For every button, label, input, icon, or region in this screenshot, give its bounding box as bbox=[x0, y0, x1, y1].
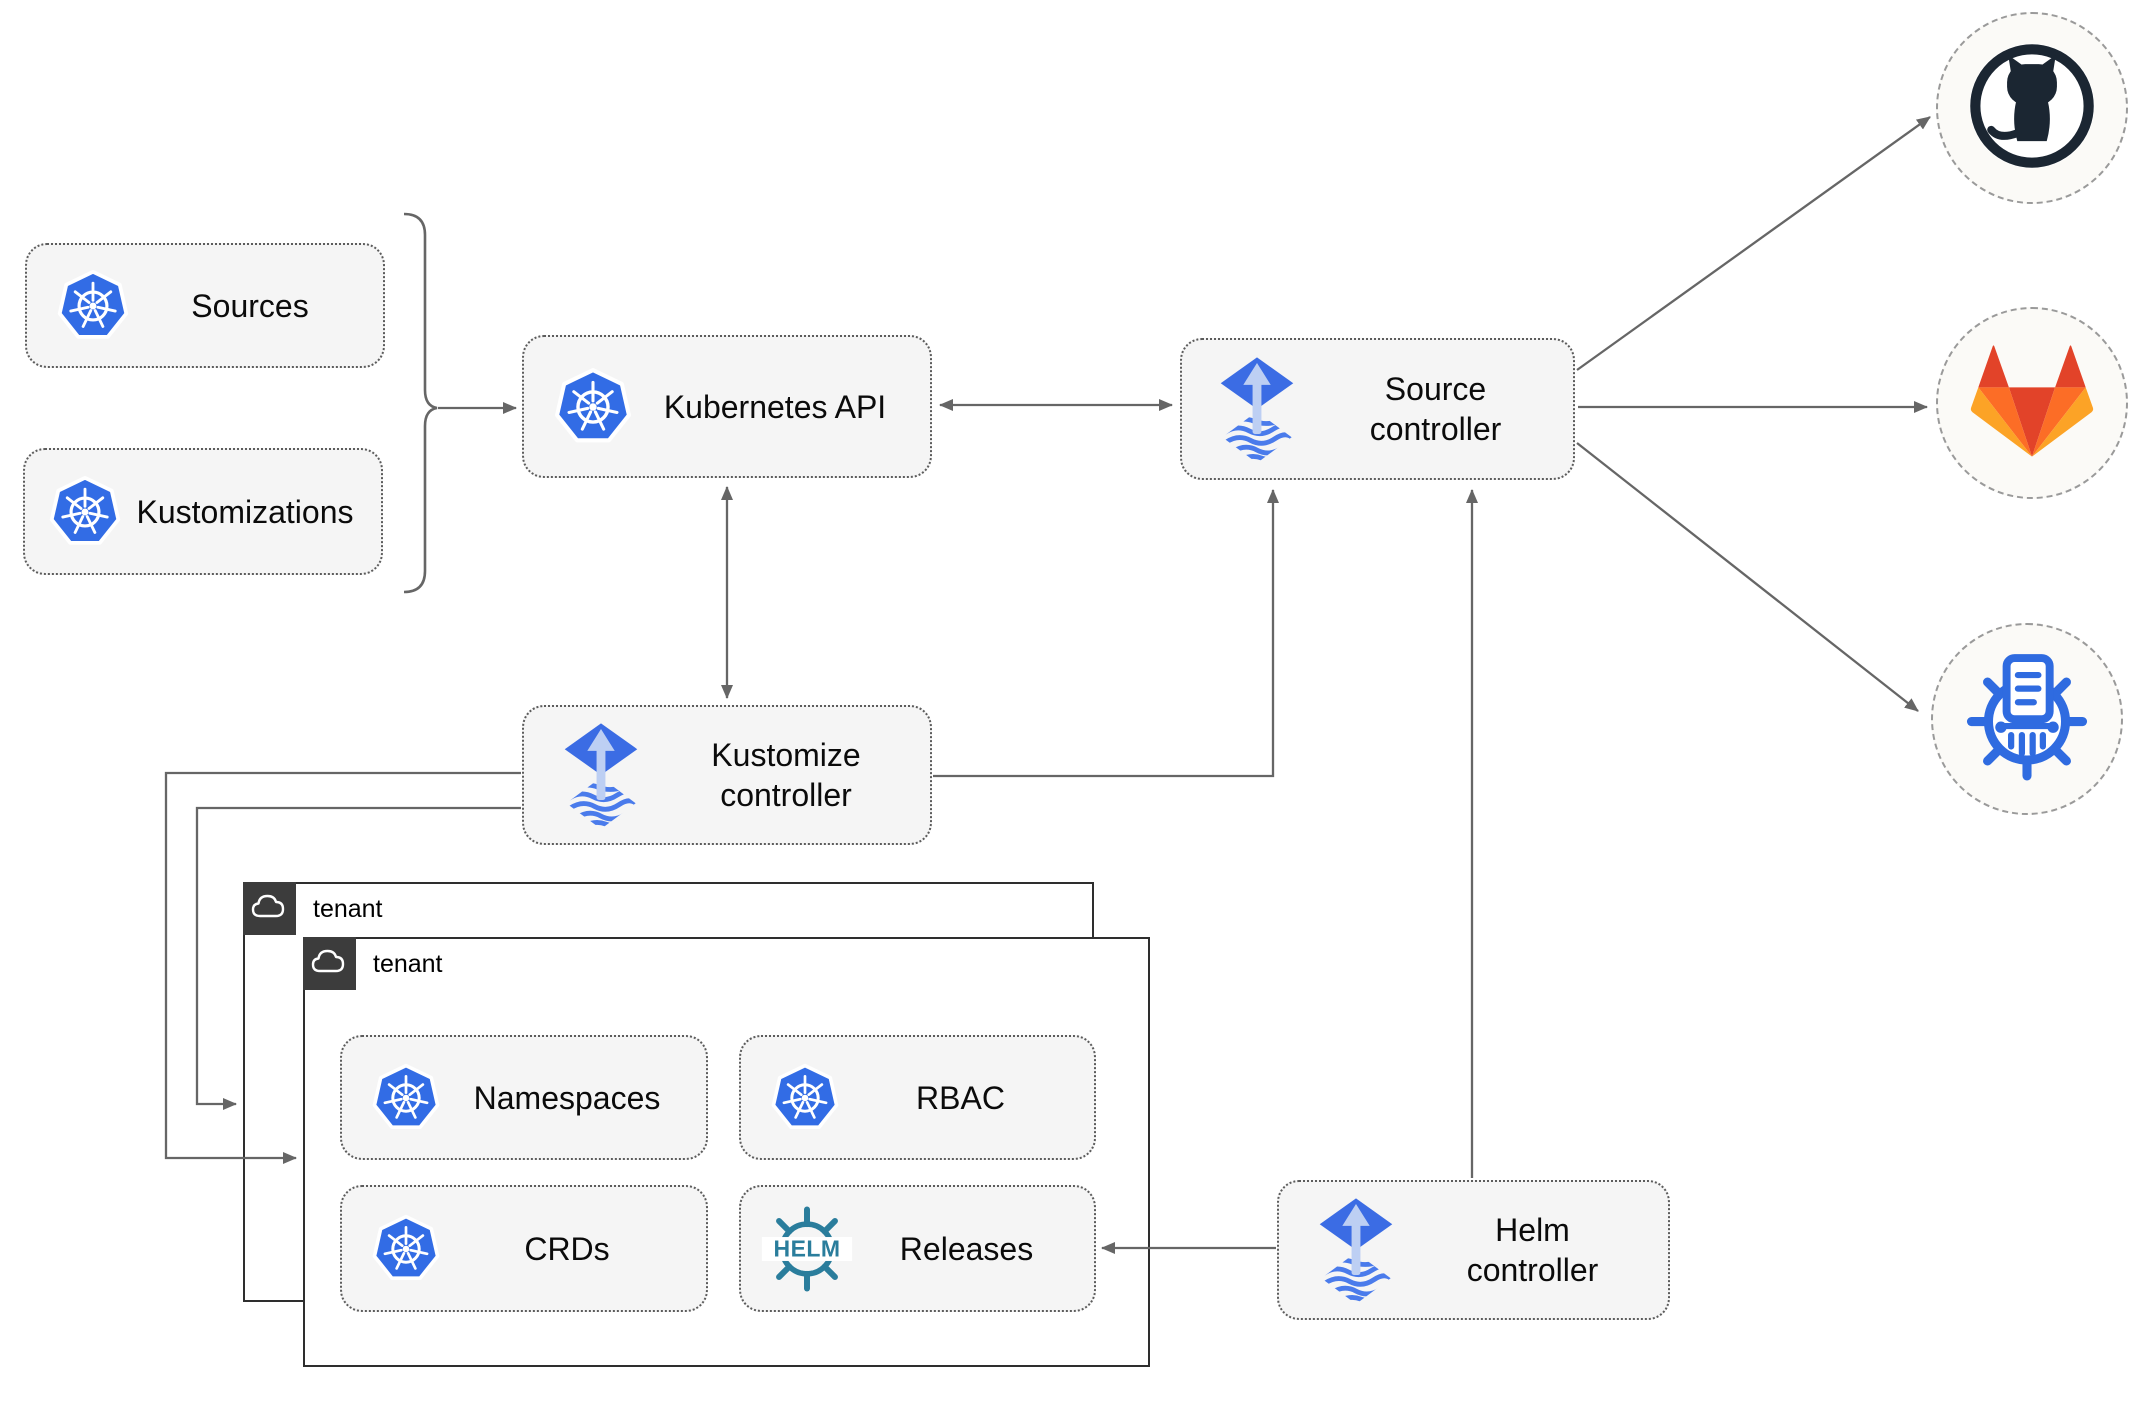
kubernetes-icon bbox=[552, 366, 634, 448]
node-label: Kustomizations bbox=[136, 493, 354, 530]
tenant-group-label: tenant bbox=[373, 950, 443, 978]
flux-icon bbox=[1315, 1196, 1397, 1304]
cloud-icon bbox=[249, 891, 289, 926]
flux-icon bbox=[560, 721, 642, 829]
cloud-icon bbox=[309, 946, 349, 981]
node-helm-controller: Helm controller bbox=[1277, 1180, 1670, 1320]
node-label: Namespaces bbox=[473, 1079, 661, 1116]
edge-kustomize-to-source-controller bbox=[933, 489, 1279, 778]
kubernetes-icon bbox=[47, 474, 123, 550]
node-crds: CRDs bbox=[340, 1185, 708, 1312]
endpoint-github bbox=[1936, 12, 2128, 204]
edge-source-to-chartmuseum bbox=[1576, 442, 1919, 712]
node-namespaces: Namespaces bbox=[340, 1035, 708, 1160]
node-kubernetes-api: Kubernetes API bbox=[522, 335, 932, 478]
tenant-group-header bbox=[302, 936, 356, 990]
node-label: Helm controller bbox=[1466, 1212, 1599, 1288]
brace-sources-kustomizations bbox=[403, 212, 438, 594]
tenant-group-header bbox=[242, 881, 296, 935]
tenant-group-label: tenant bbox=[313, 895, 383, 923]
node-rbac: RBAC bbox=[739, 1035, 1096, 1160]
endpoint-gitlab bbox=[1936, 307, 2128, 499]
gitlab-icon bbox=[1969, 343, 2095, 464]
node-source-controller: Source controller bbox=[1180, 338, 1575, 480]
helm-icon bbox=[761, 1203, 853, 1295]
node-label: Kubernetes API bbox=[663, 388, 887, 425]
kubernetes-icon bbox=[370, 1213, 442, 1285]
node-label: Releases bbox=[899, 1230, 1034, 1267]
node-label: CRDs bbox=[524, 1230, 610, 1267]
node-label: Kustomize controller bbox=[711, 737, 861, 813]
node-kustomizations: Kustomizations bbox=[23, 448, 383, 575]
endpoint-chartmuseum bbox=[1931, 623, 2123, 815]
node-label: Source controller bbox=[1369, 371, 1502, 447]
node-sources: Sources bbox=[25, 243, 385, 368]
flux-icon bbox=[1216, 355, 1298, 463]
kubernetes-icon bbox=[769, 1062, 841, 1134]
chartmuseum-icon bbox=[1959, 649, 2095, 790]
node-kustomize-controller: Kustomize controller bbox=[522, 705, 932, 845]
node-label: Sources bbox=[191, 287, 309, 324]
edge-source-to-github bbox=[1576, 116, 1931, 371]
github-icon bbox=[1964, 38, 2100, 179]
node-releases: Releases bbox=[739, 1185, 1096, 1312]
kubernetes-icon bbox=[370, 1062, 442, 1134]
node-label: RBAC bbox=[916, 1079, 1005, 1116]
kubernetes-icon bbox=[55, 268, 131, 344]
